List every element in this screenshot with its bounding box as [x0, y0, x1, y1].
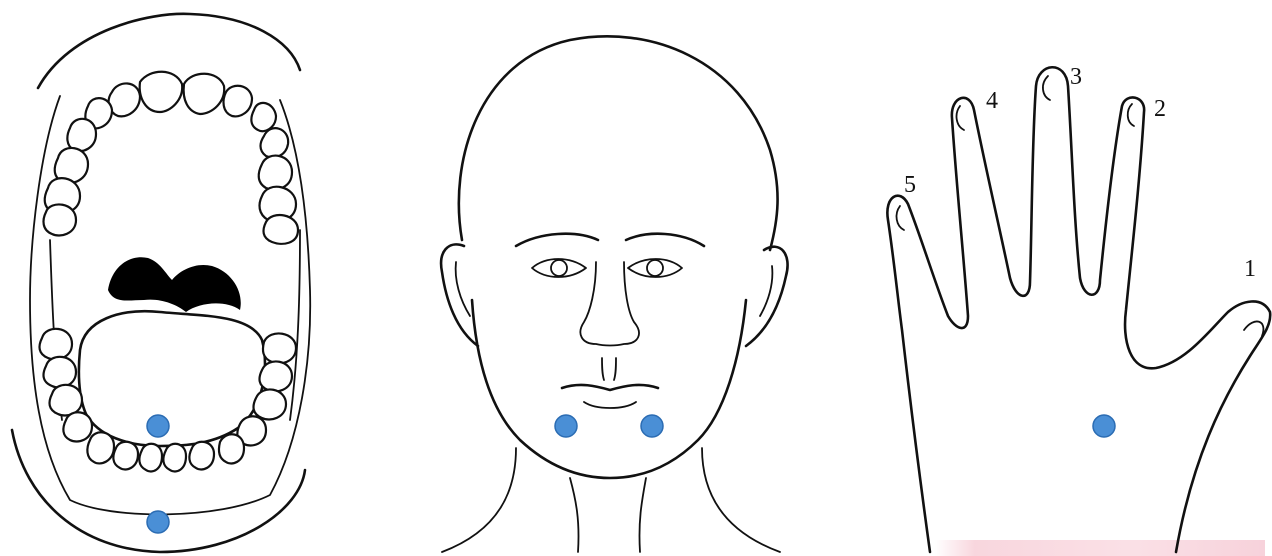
- hand-illustration: 5 4 3 2 1: [860, 0, 1272, 556]
- philtrum-right: [614, 358, 616, 380]
- marker-lower-lip: [147, 511, 169, 533]
- hand-outline: [887, 67, 1270, 552]
- neck-line-right: [639, 478, 646, 552]
- fingernail-2: [1128, 104, 1134, 126]
- finger-label-4: 4: [986, 88, 998, 114]
- left-ear-inner: [456, 262, 470, 316]
- tongue-outline: [79, 311, 265, 446]
- lower-teeth: [40, 329, 296, 472]
- head-outline: [459, 36, 778, 250]
- cheek-line-right: [290, 230, 300, 420]
- face-illustration: [420, 0, 800, 556]
- finger-label-5: 5: [904, 172, 916, 198]
- open-mouth-drawing: [0, 0, 330, 556]
- neck-right: [702, 448, 780, 552]
- throat-dark-area: [108, 257, 241, 312]
- nose: [580, 262, 639, 346]
- face-drawing: [420, 0, 800, 556]
- neck-line-left: [570, 478, 579, 552]
- hand-drawing: 5 4 3 2 1: [860, 0, 1272, 556]
- left-eyebrow: [516, 234, 598, 246]
- open-mouth-illustration: [0, 0, 330, 556]
- right-ear-inner: [760, 266, 772, 316]
- right-eye: [628, 259, 682, 277]
- marker-tongue-tip: [147, 415, 169, 437]
- lower-lip-line: [584, 402, 636, 408]
- mouth-line: [562, 385, 658, 390]
- philtrum-left: [602, 358, 604, 380]
- fingernail-1: [1244, 321, 1263, 336]
- right-eyebrow: [626, 234, 704, 246]
- right-ear: [746, 247, 788, 346]
- left-eye: [532, 259, 586, 277]
- left-iris: [551, 260, 567, 276]
- finger-label-2: 2: [1154, 96, 1166, 122]
- finger-label-3: 3: [1070, 64, 1082, 90]
- upper-teeth: [44, 72, 298, 244]
- right-iris: [647, 260, 663, 276]
- fingernail-5: [897, 206, 904, 230]
- fingernail-4: [957, 106, 964, 130]
- marker-palm-center: [1093, 415, 1115, 437]
- finger-label-1: 1: [1244, 256, 1256, 282]
- fingernail-3: [1043, 76, 1050, 100]
- marker-right-chin: [641, 415, 663, 437]
- marker-left-chin: [555, 415, 577, 437]
- neck-left: [442, 448, 516, 552]
